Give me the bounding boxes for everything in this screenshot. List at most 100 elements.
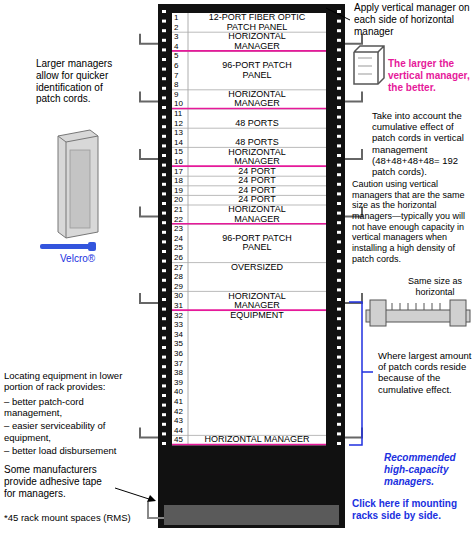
perforation xyxy=(162,183,166,186)
callout-text: Caution using vertical managers that are… xyxy=(352,179,472,264)
perforation xyxy=(162,404,166,407)
unit-label: HORIZONTAL MANAGER xyxy=(217,90,297,109)
callout-text: – easier serviceability of equipment, xyxy=(4,420,136,442)
perforation xyxy=(162,192,166,195)
finger-hook xyxy=(140,91,158,101)
slot-number: 32 xyxy=(174,311,183,321)
slot-number: 9 xyxy=(174,90,178,100)
callout-text: Velcro® xyxy=(60,253,120,265)
perforation xyxy=(337,116,341,119)
slot-number: 11 xyxy=(174,109,182,119)
rack-unit: OVERSIZED xyxy=(188,263,326,292)
perforation xyxy=(337,442,341,445)
slot-number: 42 xyxy=(174,407,183,417)
perforation xyxy=(337,288,341,291)
perforation xyxy=(337,77,341,80)
slot-number: 13 xyxy=(174,128,183,138)
slot-number: 6 xyxy=(174,61,178,71)
perforation xyxy=(337,336,341,339)
slot-line xyxy=(172,224,326,225)
perforation xyxy=(162,77,166,80)
same-size-manager xyxy=(366,300,470,326)
perforation xyxy=(162,106,166,109)
perforation xyxy=(162,336,166,339)
perforation xyxy=(337,48,341,51)
large-vertical-manager xyxy=(58,130,98,238)
finger-hook xyxy=(140,34,158,44)
perforation xyxy=(337,308,341,311)
rack-unit: 24 PORT xyxy=(188,186,326,196)
perforation xyxy=(162,135,166,138)
perforation xyxy=(162,58,166,61)
slot-number: 39 xyxy=(174,378,183,388)
perforation xyxy=(337,154,341,157)
perforation xyxy=(162,423,166,426)
slot-number: 27 xyxy=(174,263,183,273)
unit-label: 24 PORT xyxy=(207,176,307,185)
unit-label: EQUIPMENT xyxy=(207,311,307,320)
perforation xyxy=(337,29,341,32)
perforation xyxy=(162,288,166,291)
perforation xyxy=(337,221,341,224)
perforation xyxy=(162,164,166,167)
slot-number: 16 xyxy=(174,157,183,167)
rack-unit: HORIZONTAL MANAGER xyxy=(188,435,326,445)
rack-unit: HORIZONTAL MANAGER xyxy=(188,147,326,166)
finger-hook xyxy=(140,293,158,303)
perforation xyxy=(337,384,341,387)
slot-number: 35 xyxy=(174,339,183,349)
rack-unit: HORIZONTAL MANAGER xyxy=(188,291,326,310)
callout-text: Where largest amount of patch cords resi… xyxy=(378,350,472,395)
perforation xyxy=(162,116,166,119)
slot-line xyxy=(172,128,326,129)
perforation xyxy=(337,269,341,272)
perforation xyxy=(162,154,166,157)
slot-number: 29 xyxy=(174,282,183,292)
unit-label: 48 PORTS xyxy=(207,119,307,128)
unit-label: OVERSIZED xyxy=(207,263,307,272)
perforation xyxy=(162,269,166,272)
slot-number: 41 xyxy=(174,397,183,407)
rack-unit: HORIZONTAL MANAGER xyxy=(188,90,326,109)
perforation xyxy=(337,183,341,186)
finger-hook xyxy=(345,91,362,101)
perforation xyxy=(162,327,166,330)
callout-text: Apply vertical manager on each side of h… xyxy=(354,2,472,37)
perforation xyxy=(337,365,341,368)
unit-label: 48 PORTS xyxy=(207,138,307,147)
slot-number: 40 xyxy=(174,387,183,397)
unit-label: 96-PORT PATCH PANEL xyxy=(222,234,292,253)
unit-label: HORIZONTAL MANAGER xyxy=(217,292,297,311)
perforation xyxy=(162,29,166,32)
perforation xyxy=(337,279,341,282)
slot-number: 2 xyxy=(174,23,178,33)
perforation xyxy=(162,87,166,90)
vertical-manager-icon xyxy=(354,46,384,84)
callout-text: *45 rack mount spaces (RMS) xyxy=(4,512,154,523)
finger-hook xyxy=(345,149,362,159)
unit-label: HORIZONTAL MANAGER xyxy=(189,435,325,444)
perforation xyxy=(162,39,166,42)
slot-number: 37 xyxy=(174,359,183,369)
perforation xyxy=(337,96,341,99)
perforation xyxy=(337,375,341,378)
slot-line xyxy=(172,445,326,446)
perforation xyxy=(162,10,166,13)
rack-unit: 24 PORT xyxy=(188,195,326,205)
slot-number: 18 xyxy=(174,176,183,186)
perforation xyxy=(337,10,341,13)
perforation xyxy=(162,394,166,397)
callout-text: Larger managers allow for quicker identi… xyxy=(36,58,128,105)
perforation xyxy=(162,240,166,243)
unit-label: 96-PORT PATCH PANEL xyxy=(222,61,292,80)
slot-number: 12 xyxy=(174,119,183,129)
perforation xyxy=(337,432,341,435)
callout-text: Take into account the cumulative effect … xyxy=(372,110,472,177)
perforation xyxy=(162,432,166,435)
slot-line xyxy=(172,109,326,110)
perforation xyxy=(337,144,341,147)
perforation xyxy=(337,87,341,90)
finger-hooks xyxy=(140,34,362,438)
velcro-strap xyxy=(40,242,96,251)
rack-foot xyxy=(148,502,164,518)
